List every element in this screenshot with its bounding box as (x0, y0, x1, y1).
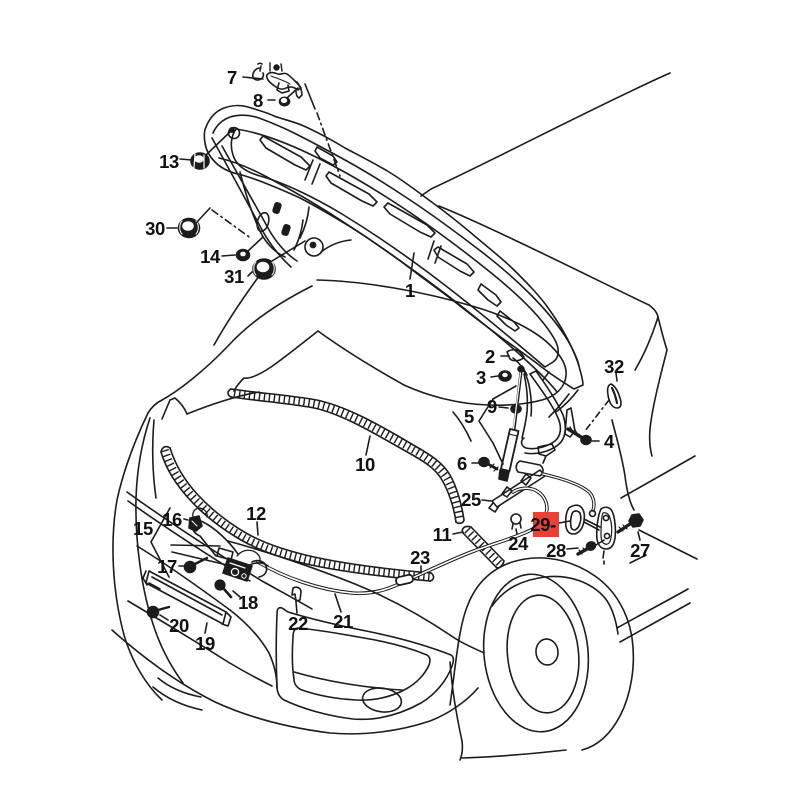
svg-text:7: 7 (227, 67, 237, 88)
svg-text:19: 19 (195, 633, 215, 654)
svg-text:14: 14 (200, 246, 221, 267)
svg-text:5: 5 (464, 406, 474, 427)
svg-text:1: 1 (405, 280, 415, 301)
svg-text:29-: 29- (530, 514, 556, 535)
svg-text:11: 11 (433, 524, 452, 545)
svg-text:6: 6 (457, 453, 467, 474)
svg-text:23: 23 (410, 547, 430, 568)
svg-text:3: 3 (476, 367, 486, 388)
svg-text:4: 4 (604, 431, 615, 452)
svg-text:25: 25 (461, 489, 481, 510)
svg-text:24: 24 (508, 533, 529, 554)
svg-text:10: 10 (355, 454, 375, 475)
svg-text:13: 13 (159, 151, 179, 172)
svg-text:12: 12 (246, 503, 266, 524)
svg-text:27: 27 (630, 540, 650, 561)
svg-text:18: 18 (238, 592, 258, 613)
svg-text:2: 2 (485, 346, 495, 367)
svg-text:22: 22 (288, 613, 308, 634)
svg-text:16: 16 (162, 509, 182, 530)
svg-text:28: 28 (546, 540, 566, 561)
svg-text:32: 32 (604, 356, 624, 377)
svg-text:31: 31 (224, 266, 244, 287)
svg-text:21: 21 (333, 611, 353, 632)
svg-text:20: 20 (169, 615, 189, 636)
svg-text:17: 17 (157, 556, 177, 577)
svg-text:15: 15 (133, 518, 153, 539)
svg-text:30: 30 (145, 218, 165, 239)
svg-text:8: 8 (253, 90, 263, 111)
svg-text:9: 9 (487, 396, 497, 417)
